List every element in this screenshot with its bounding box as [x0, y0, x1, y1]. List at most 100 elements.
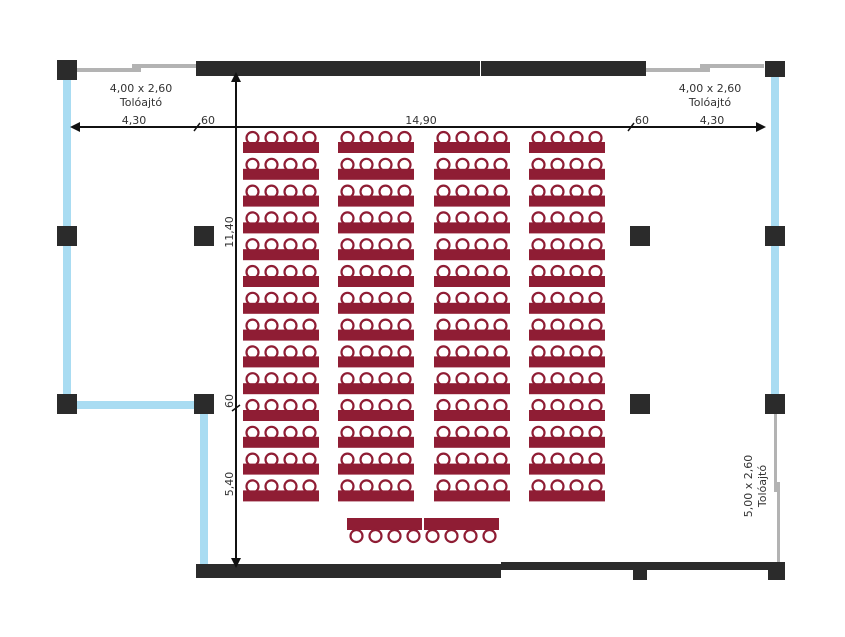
front-table [347, 518, 422, 530]
sliding-door-right-a [774, 412, 777, 492]
table [338, 410, 414, 421]
seat-row [529, 345, 605, 368]
chair-icon [444, 528, 459, 544]
table [243, 410, 319, 421]
dimension-hall-width: 14,90 [405, 114, 437, 127]
table [338, 168, 414, 180]
dimension-right-gap: 60 [635, 114, 649, 127]
chair-icon [406, 528, 421, 544]
sliding-door-right-b [777, 482, 780, 564]
column [630, 226, 650, 246]
seat-row [338, 372, 414, 395]
table [243, 195, 319, 207]
front-table-row [347, 518, 499, 544]
table [338, 329, 414, 341]
seat-row [434, 425, 510, 448]
seat-row [434, 291, 510, 314]
seat-row [243, 452, 319, 475]
table [338, 436, 414, 448]
table [529, 463, 605, 475]
seat-row [243, 479, 319, 502]
arrow-left-icon [70, 122, 80, 132]
door-right-size-label: 5,00 x 2,60 [742, 455, 755, 518]
sliding-doors [77, 64, 780, 564]
sliding-door-top-right-b [700, 64, 764, 68]
table [434, 463, 510, 475]
column [194, 394, 214, 414]
table [529, 436, 605, 448]
table [338, 276, 414, 287]
table [434, 410, 510, 421]
table [243, 222, 319, 234]
dimension-left-gap: 60 [201, 114, 215, 127]
table [338, 463, 414, 475]
table [243, 490, 319, 502]
table [338, 490, 414, 502]
columns [57, 60, 785, 580]
table [434, 222, 510, 234]
table [338, 142, 414, 153]
seat-row [434, 372, 510, 395]
sliding-door-top-left-b [132, 64, 196, 68]
column [765, 394, 785, 414]
seat-row [243, 291, 319, 314]
table [243, 168, 319, 180]
seat-row [529, 184, 605, 207]
seat-row [338, 157, 414, 180]
seat-row [529, 238, 605, 261]
dimension-lower-depth: 5,40 [223, 472, 236, 497]
table [434, 302, 510, 314]
seating-block [434, 130, 510, 502]
seat-row [338, 398, 414, 421]
seat-row [434, 130, 510, 153]
seat-row [434, 184, 510, 207]
seat-row [243, 130, 319, 153]
arrow-right-icon [756, 122, 766, 132]
wall-bottom-left [196, 564, 501, 578]
seat-row [338, 318, 414, 341]
seat-row [338, 238, 414, 261]
chair-icon [349, 528, 364, 544]
table [529, 276, 605, 287]
dimension-side-gap: 60 [223, 394, 236, 408]
table [434, 490, 510, 502]
chair-icon [368, 528, 383, 544]
table [434, 168, 510, 180]
seat-row [529, 398, 605, 421]
seat-row [434, 318, 510, 341]
chair-icon [482, 528, 497, 544]
labels: 4,00 x 2,60 Tolóajtó 4,00 x 2,60 Tolóajt… [110, 82, 769, 517]
seat-row [338, 130, 414, 153]
table [434, 142, 510, 153]
seat-row [243, 425, 319, 448]
seat-row [434, 345, 510, 368]
door-top-right-size-label: 4,00 x 2,60 [679, 82, 742, 95]
seat-row [529, 318, 605, 341]
table [529, 142, 605, 153]
seat-row [338, 452, 414, 475]
table [529, 249, 605, 261]
dimension-tick [231, 404, 241, 412]
table [338, 302, 414, 314]
seat-row [529, 130, 605, 153]
column [633, 566, 647, 580]
table [243, 356, 319, 368]
column [194, 226, 214, 246]
seat-row [529, 291, 605, 314]
seat-row [434, 479, 510, 502]
door-right-name-label: Tolóajtó [756, 465, 769, 508]
column [630, 394, 650, 414]
seat-row [243, 211, 319, 234]
front-table [424, 518, 499, 530]
seat-row [243, 345, 319, 368]
seat-row [243, 238, 319, 261]
seating-area [243, 130, 605, 502]
table [529, 329, 605, 341]
table [243, 142, 319, 153]
table [529, 195, 605, 207]
table [243, 383, 319, 395]
seat-row [529, 425, 605, 448]
glass-wall-lower [200, 412, 208, 564]
seat-row [338, 425, 414, 448]
seat-row [338, 184, 414, 207]
